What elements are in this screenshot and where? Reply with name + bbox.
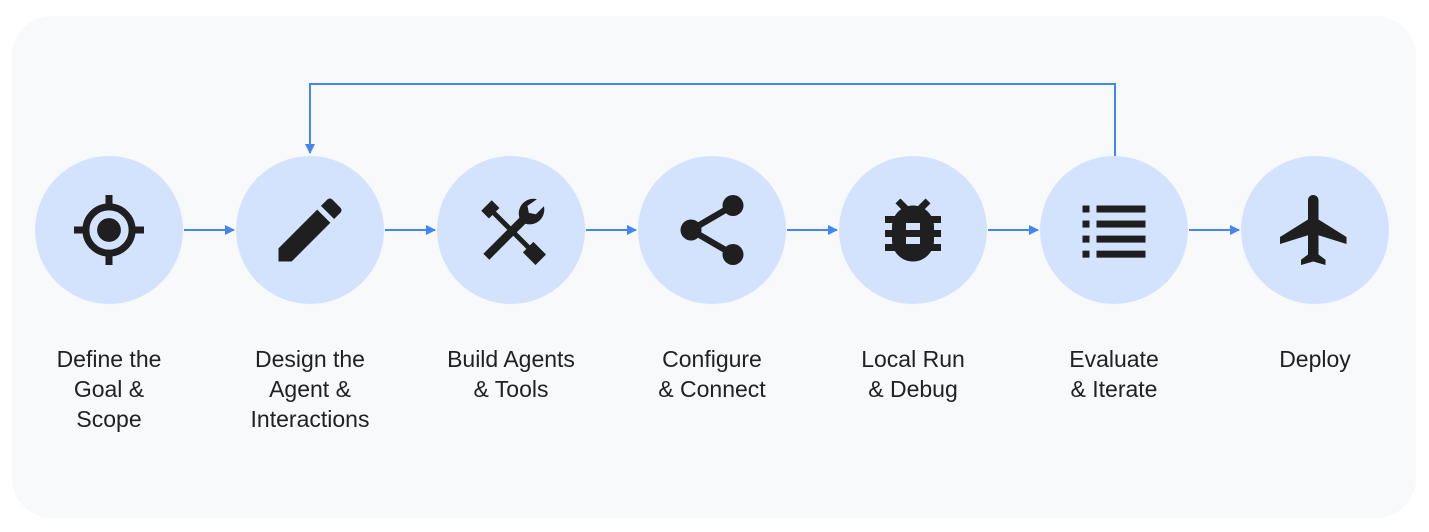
step-circle-local-run (839, 156, 987, 304)
step-circle-deploy (1241, 156, 1389, 304)
step-circle-build-agents (437, 156, 585, 304)
step-circle-configure-connect (638, 156, 786, 304)
airplane-icon (1280, 195, 1347, 265)
list-icon (1082, 205, 1146, 258)
share-icon (680, 195, 744, 265)
step-circle-define-goal (35, 156, 183, 304)
target-icon (74, 195, 144, 265)
step-label-design-agent: Design the Agent & Interactions (250, 346, 370, 432)
feedback-loop-arrow (305, 83, 1116, 156)
step-label-deploy: Deploy (1279, 346, 1351, 372)
bug-icon (885, 198, 941, 262)
step-label-local-run: Local Run & Debug (861, 346, 965, 402)
pencil-icon (278, 198, 342, 262)
step-label-define-goal: Define the Goal & Scope (56, 346, 162, 432)
tools-icon (481, 198, 546, 265)
step-circle-design-agent (236, 156, 384, 304)
step-circle-evaluate-iterate (1040, 156, 1188, 304)
step-label-build-agents: Build Agents & Tools (447, 346, 575, 402)
step-label-evaluate-iterate: Evaluate & Iterate (1069, 346, 1159, 402)
step-label-configure-connect: Configure & Connect (658, 346, 766, 402)
